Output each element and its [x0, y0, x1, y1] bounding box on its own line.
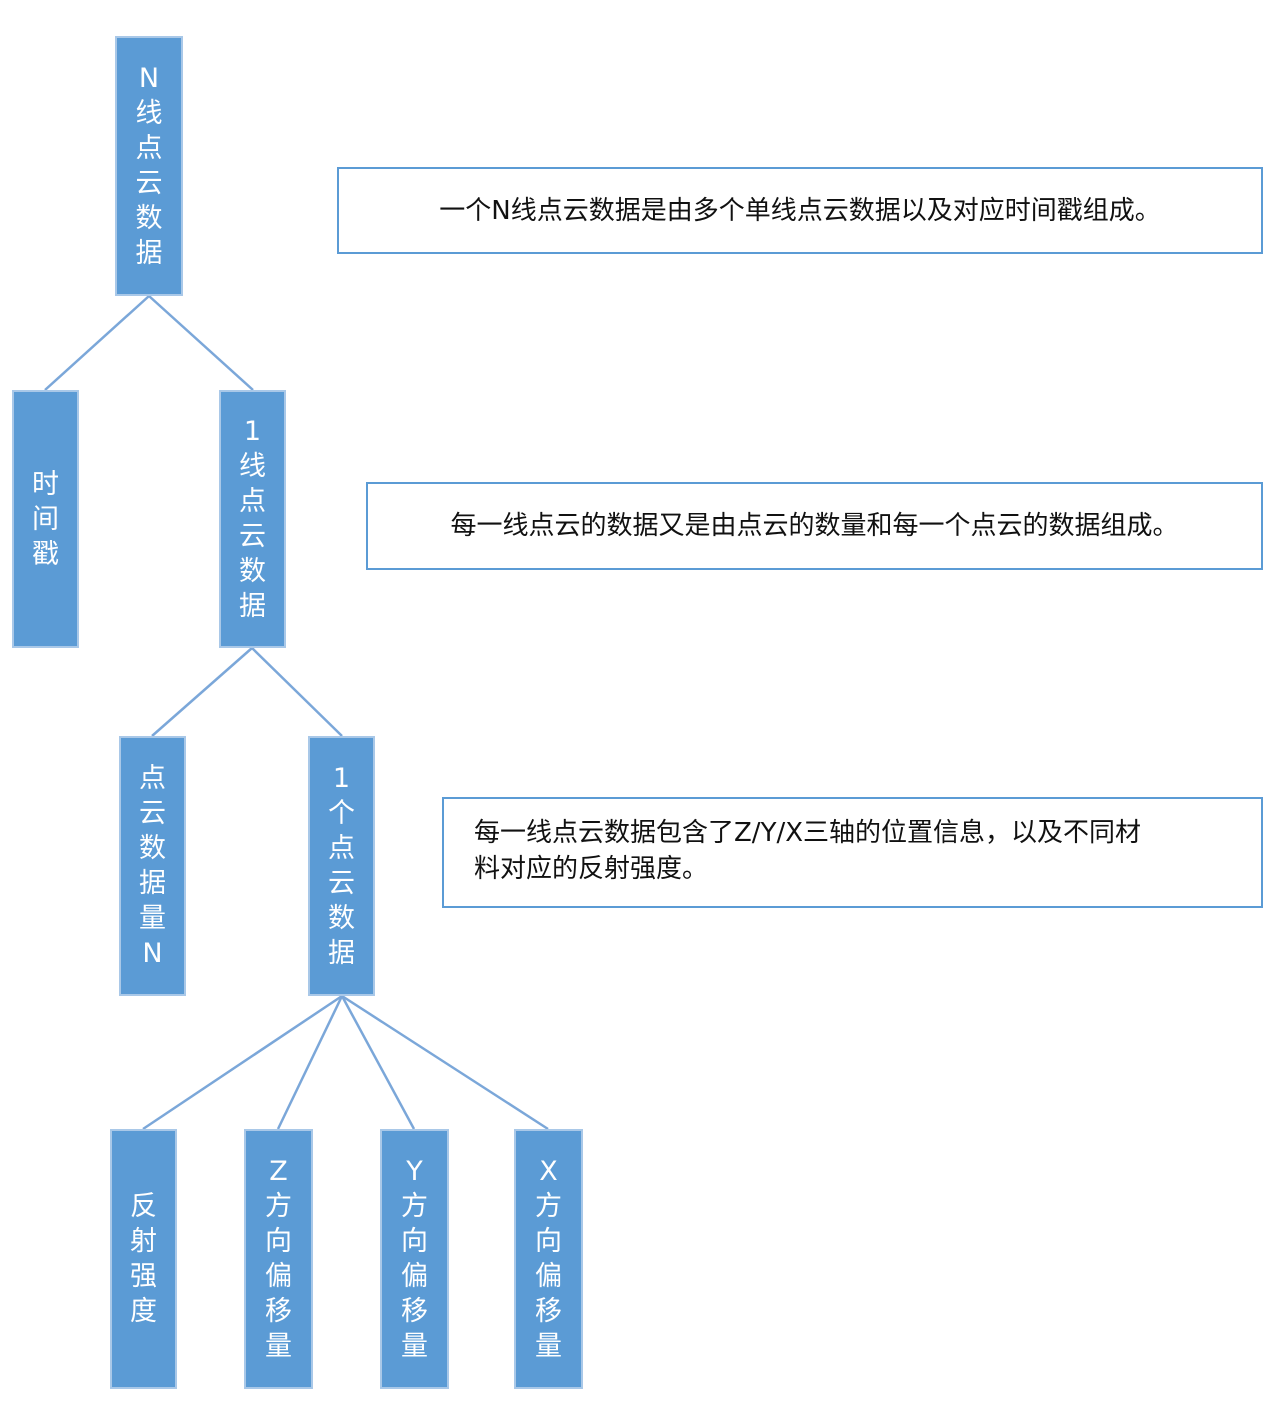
- node-label: 时间戳: [32, 468, 59, 570]
- connector-single-line-to-point-count: [151, 647, 253, 737]
- connector-single-point-to-y-offset: [340, 995, 416, 1130]
- connector-single-point-to-intensity: [142, 994, 343, 1131]
- note-line-composition: 每一线点云的数据又是由点云的数量和每一个点云的数据组成。: [366, 482, 1263, 570]
- node-label: 反射强度: [130, 1191, 157, 1327]
- connector-n-line-cloud-to-single-line: [148, 295, 254, 391]
- note-n-line-composition: 一个N线点云数据是由多个单线点云数据以及对应时间戳组成。: [337, 167, 1263, 254]
- note-text: 一个N线点云数据是由多个单线点云数据以及对应时间戳组成。: [439, 196, 1161, 226]
- reflect-intensity-node: 反射强度: [110, 1129, 177, 1389]
- connector-single-line-to-single-point: [251, 647, 343, 737]
- connector-single-point-to-z-offset: [276, 995, 344, 1130]
- note-text: 每一线点云的数据又是由点云的数量和每一个点云的数据组成。: [450, 511, 1179, 541]
- connector-n-line-cloud-to-timestamp: [44, 295, 150, 391]
- timestamp-node: 时间戳: [12, 390, 79, 648]
- note-point-contents: 每一线点云数据包含了Z/Y/X三轴的位置信息，以及不同材 料对应的反射强度。: [442, 797, 1263, 908]
- note-text: 每一线点云数据包含了Z/Y/X三轴的位置信息，以及不同材 料对应的反射强度。: [474, 818, 1142, 884]
- connector-single-point-to-x-offset: [341, 994, 549, 1131]
